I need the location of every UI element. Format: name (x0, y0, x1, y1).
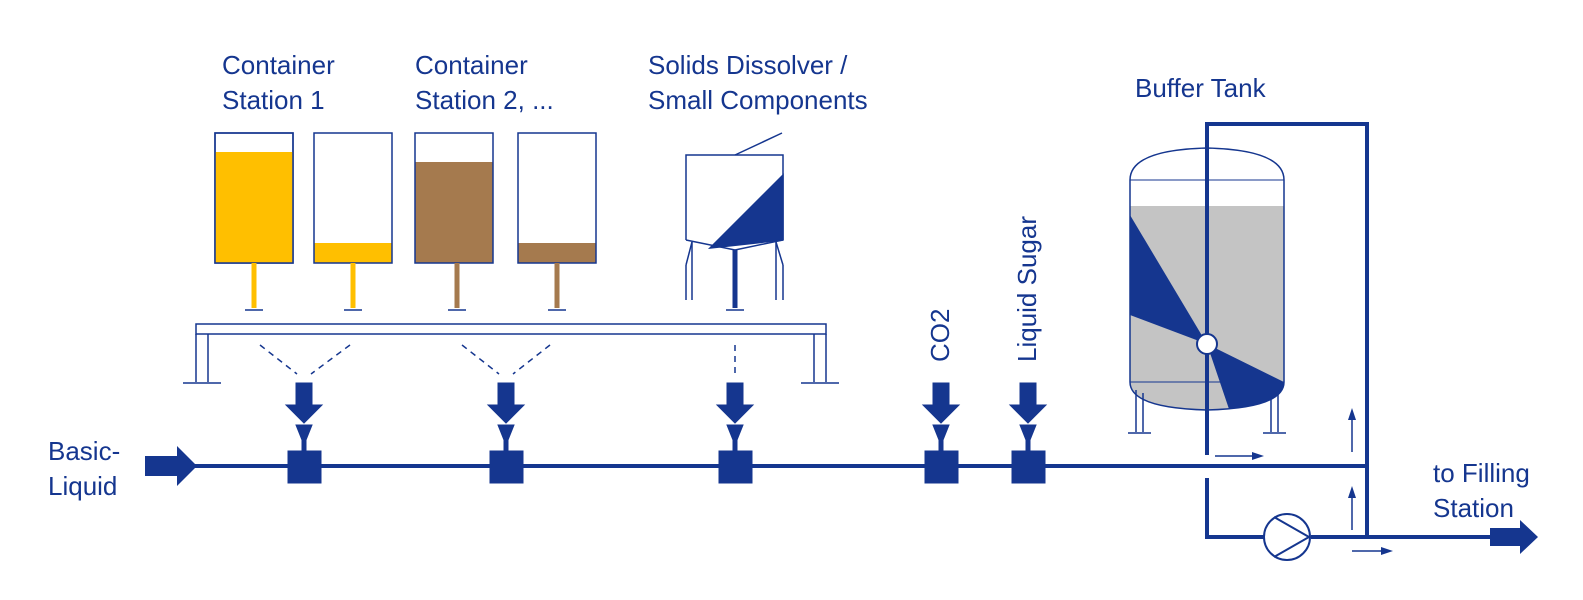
container-1 (214, 132, 294, 311)
injection-2 (486, 382, 526, 484)
injection-points (284, 382, 1048, 484)
solids-dissolver-label: Solids Dissolver / Small Components (648, 50, 868, 115)
injection-3 (715, 382, 755, 484)
injection-co2 (921, 382, 961, 484)
container-station-2-label: Container Station 2, ... (415, 50, 554, 115)
container-3 (414, 132, 494, 311)
outlet-arrow (1490, 520, 1538, 554)
buffer-tank (1128, 122, 1286, 455)
inlet-arrow (145, 446, 197, 486)
recirculation-piping (1205, 122, 1538, 561)
container-2 (313, 132, 393, 311)
container-station-1-label: Container Station 1 (222, 50, 335, 115)
platform (183, 323, 839, 384)
to-filling-station-label: to Filling Station (1433, 458, 1530, 523)
solids-dissolver (685, 132, 784, 311)
co2-label: CO2 (925, 308, 955, 362)
container-4 (517, 132, 597, 311)
pump-icon (1263, 513, 1311, 561)
injection-liquid-sugar (1008, 382, 1048, 484)
basic-liquid-label: Basic- Liquid (48, 436, 121, 501)
liquid-sugar-label: Liquid Sugar (1012, 216, 1042, 362)
injection-1 (284, 382, 324, 484)
main-pipe (145, 446, 1367, 486)
buffer-tank-label: Buffer Tank (1135, 73, 1266, 103)
